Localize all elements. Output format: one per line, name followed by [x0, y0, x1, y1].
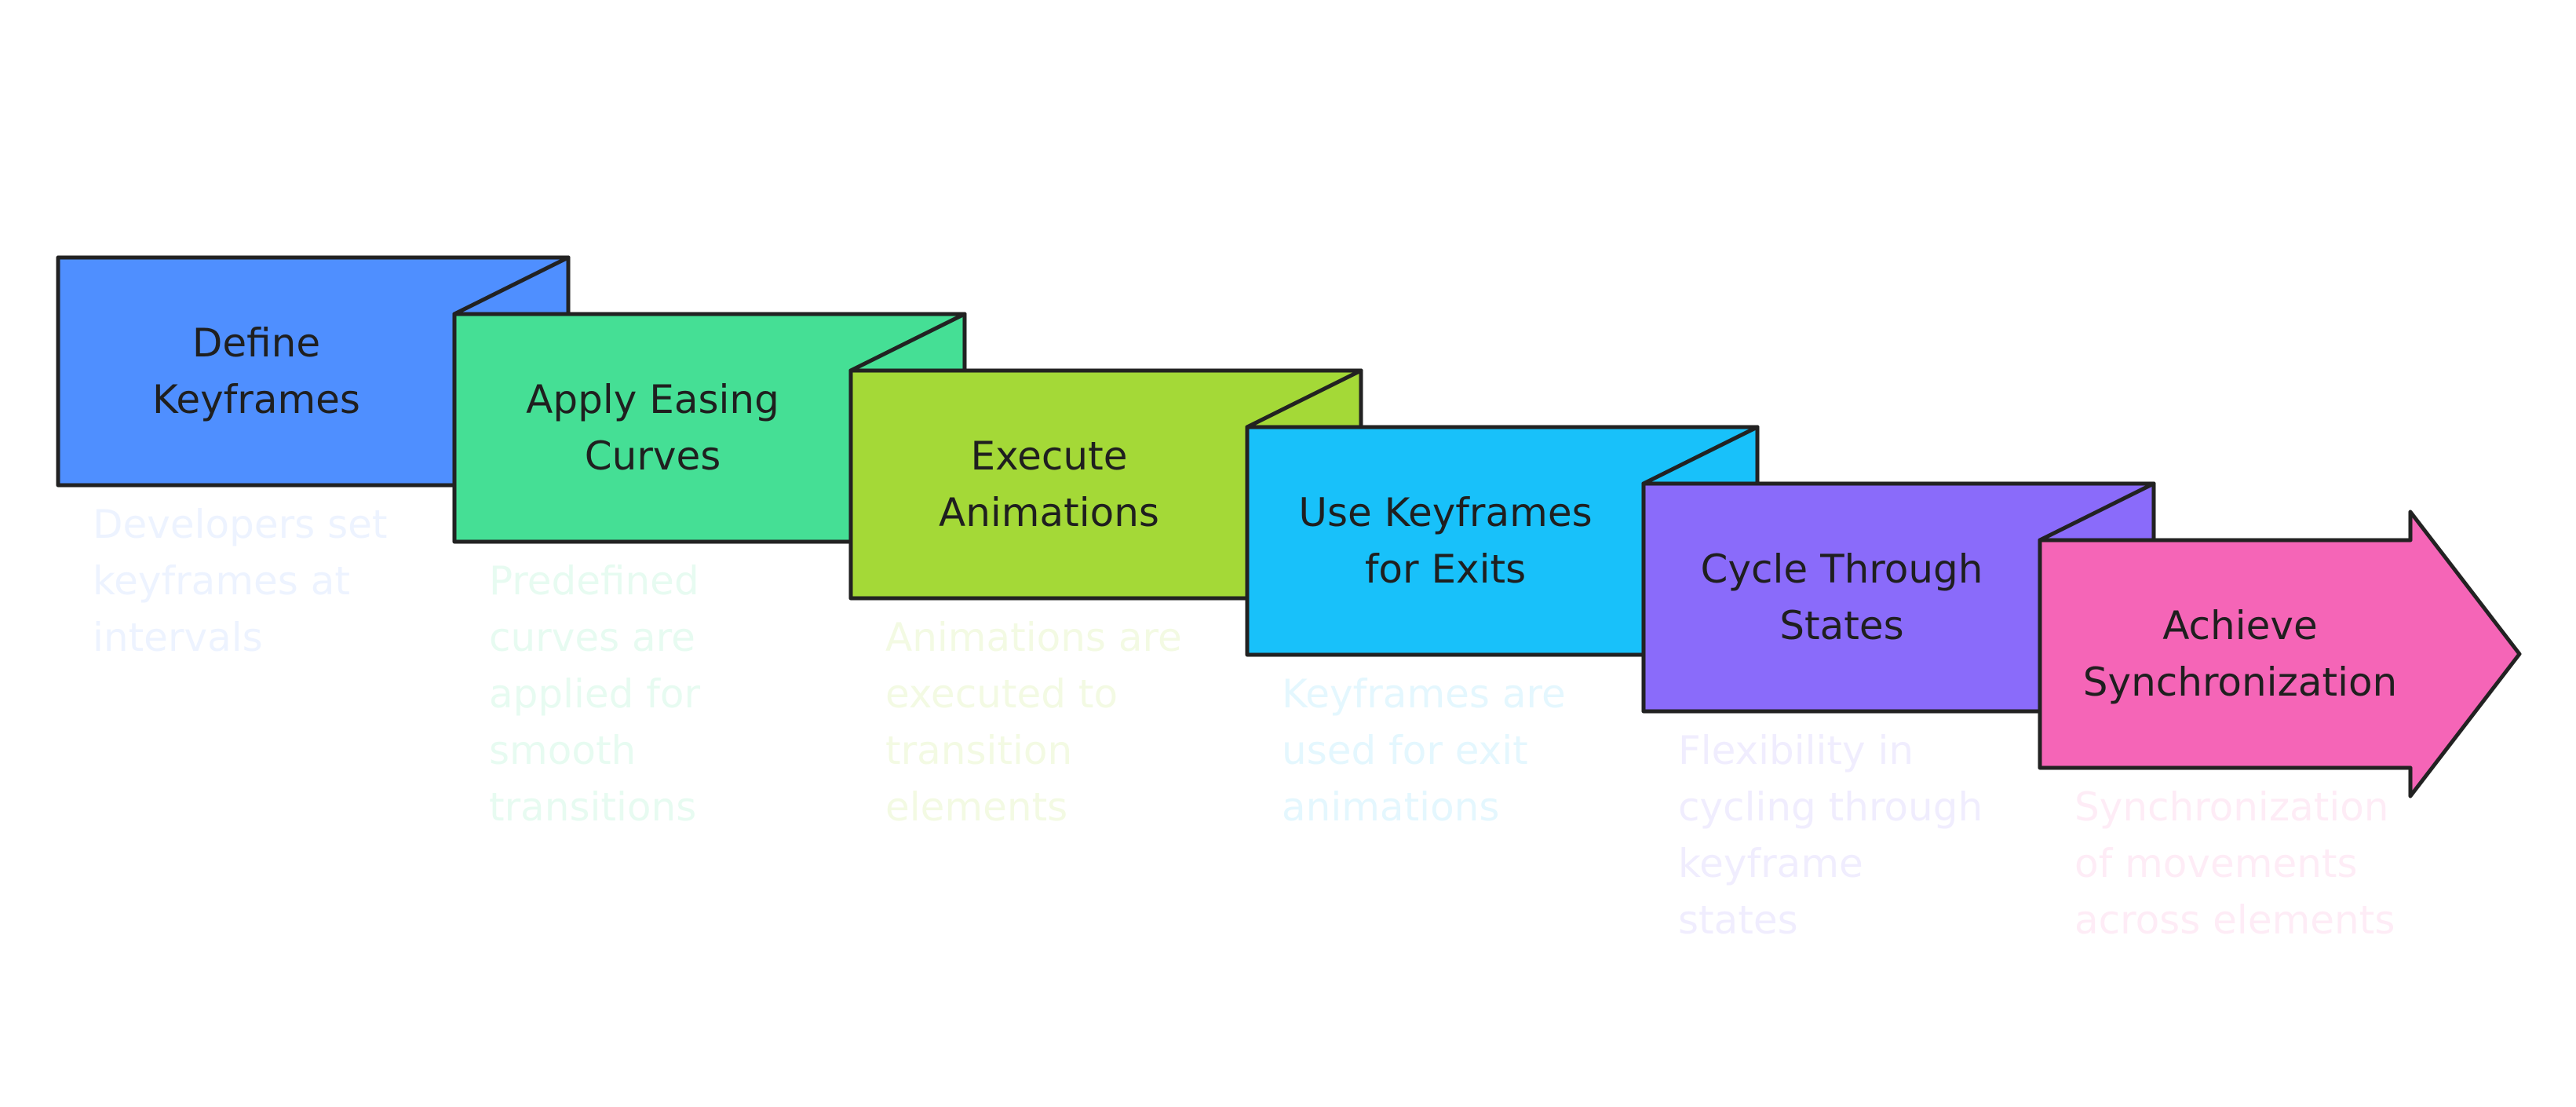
- step-title-line: for Exits: [1364, 546, 1527, 592]
- step-title-4: Use Keyframes for Exits: [1247, 427, 1644, 655]
- step-description-line: Keyframes are: [1282, 671, 1566, 717]
- step-description-line: transition: [885, 728, 1073, 773]
- step-description-line: Flexibility in: [1678, 728, 1914, 773]
- step-description-line: Animations are: [885, 615, 1182, 660]
- step-description-3: Animations are executed to transition eleme…: [885, 609, 1182, 835]
- step-fold-overlay-2: [848, 312, 967, 373]
- step-fold-overlay-1: [452, 255, 571, 316]
- step-description-line: curves are: [489, 615, 695, 660]
- step-title-line: Achieve: [2162, 603, 2318, 648]
- step-title-line: Use Keyframes: [1298, 490, 1593, 535]
- step-description-line: keyframe: [1678, 841, 1863, 886]
- step-description-line: states: [1678, 897, 1798, 943]
- step-description-line: across elements: [2074, 897, 2395, 943]
- step-description-line: transitions: [489, 784, 697, 830]
- step-description-line: Developers set: [93, 502, 388, 547]
- step-description-line: animations: [1282, 784, 1500, 830]
- step-title-line: States: [1779, 603, 1904, 648]
- step-fold-overlay-5: [2038, 481, 2156, 543]
- step-title-line: Define: [192, 320, 321, 366]
- step-shapes: [56, 255, 2522, 798]
- step-fold-overlay-3: [1245, 368, 1363, 429]
- step-description-line: executed to: [885, 671, 1118, 717]
- step-title-line: Cycle Through: [1700, 546, 1983, 592]
- step-title-line: Execute: [970, 433, 1128, 479]
- step-shape-6: [2038, 481, 2522, 798]
- step-description-line: intervals: [93, 615, 263, 660]
- step-title-line: Synchronization: [2082, 659, 2398, 705]
- step-title-line: Curves: [584, 433, 721, 479]
- step-description-1: Developers set keyframes at intervals: [93, 496, 388, 666]
- final-arrow: [2038, 510, 2522, 798]
- step-description-4: Keyframes are used for exit animations: [1282, 666, 1566, 835]
- step-title-line: Keyframes: [152, 377, 360, 422]
- step-description-line: of movements: [2074, 841, 2358, 886]
- step-fold-overlay-4: [1641, 425, 1760, 486]
- step-description-line: Synchronization: [2074, 784, 2389, 830]
- step-description-line: smooth: [489, 728, 637, 773]
- step-title-line: Animations: [939, 490, 1159, 535]
- step-description-line: elements: [885, 784, 1068, 830]
- step-description-line: used for exit: [1282, 728, 1528, 773]
- step-description-line: applied for: [489, 671, 701, 717]
- step-description-line: keyframes at: [93, 558, 350, 604]
- step-description-line: Predefined: [489, 558, 699, 604]
- step-description-6: Synchronization of movements across elemen…: [2074, 779, 2395, 948]
- step-description-2: Predefined curves are applied for smooth tra…: [489, 553, 700, 835]
- step-title-line: Apply Easing: [526, 377, 779, 422]
- step-description-line: cycling through: [1678, 784, 1983, 830]
- step-description-5: Flexibility in cycling through keyframe sta…: [1678, 722, 1983, 948]
